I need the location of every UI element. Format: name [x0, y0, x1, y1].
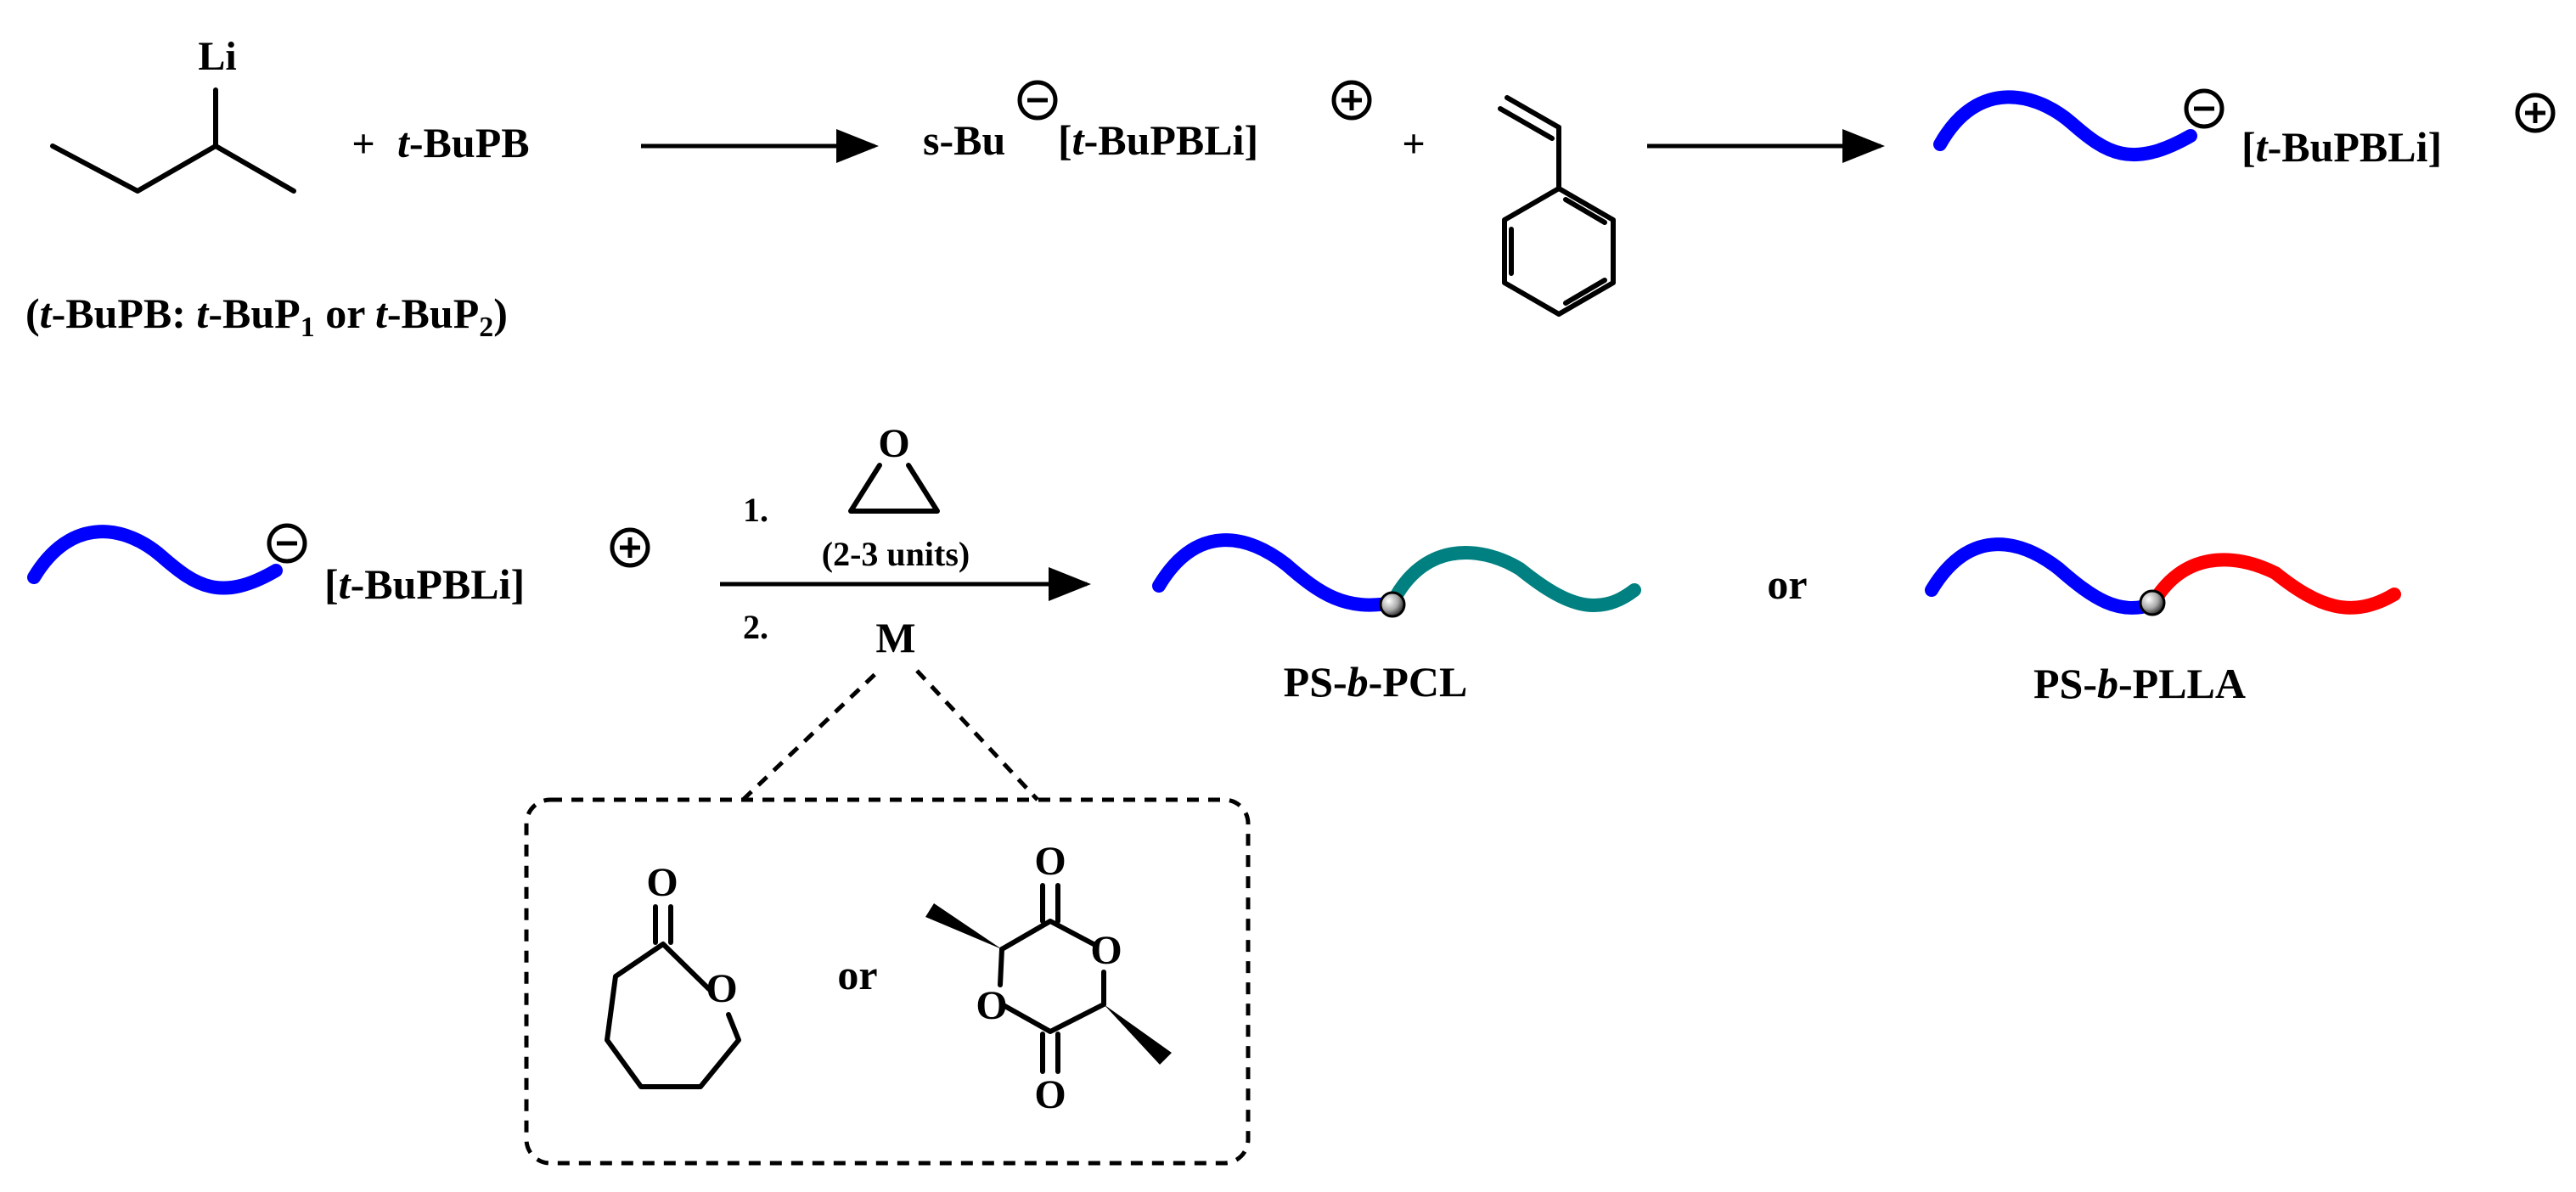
- epoxide-oxygen-label: O: [878, 421, 909, 466]
- monomer-callout-lines: [741, 669, 880, 801]
- monomer-symbol: M: [875, 614, 915, 661]
- caprolactone-structure: O O: [605, 860, 741, 1089]
- initiator-complex: s-Bu [t-BuPBLi]: [923, 80, 1372, 164]
- cl-carbonyl-oxygen: O: [646, 860, 678, 905]
- living-polystyrene-reactant: [t-BuPBLi]: [27, 523, 650, 608]
- base-label: t-BuPB: [397, 119, 530, 166]
- base-definition-note: (t-BuPB: t-BuP1 or t-BuP2): [25, 290, 508, 343]
- ps-block: [1925, 537, 2159, 615]
- living-polystyrene-anion: [t-BuPBLi]: [1933, 88, 2556, 171]
- lla-carbonyl-oxygen-top: O: [1034, 839, 1066, 884]
- methyl-wedge-top: [925, 903, 1002, 949]
- plus-sign-2: +: [1402, 121, 1425, 166]
- or-label-2: or: [837, 951, 877, 998]
- lithium-label: Li: [198, 34, 236, 79]
- svg-text:s-Bu: s-Bu: [923, 116, 1005, 164]
- svg-text:[t-BuPBLi]: [t-BuPBLi]: [2241, 123, 2442, 171]
- step2-label: 2.: [743, 608, 768, 646]
- product2-label: PS-b-PLLA: [2033, 660, 2246, 707]
- plus-sign-1: +: [352, 121, 374, 166]
- pcl-block: [1386, 545, 1641, 612]
- ps-b-pcl-product: [1152, 533, 1641, 618]
- or-label-1: or: [1767, 560, 1807, 608]
- epoxide-units-label: (2-3 units): [822, 535, 970, 573]
- ps-chain: [27, 525, 283, 595]
- methyl-wedge-bottom: [1104, 1004, 1172, 1065]
- junction-point-icon: [1379, 591, 1406, 618]
- styrene-structure: [1498, 95, 1616, 317]
- product1-label: PS-b-PCL: [1284, 658, 1468, 706]
- ps-chain: [1933, 90, 2197, 161]
- step1-label: 1.: [743, 491, 768, 529]
- lla-ring-oxygen-1: O: [1090, 928, 1122, 973]
- svg-text:[t-BuPBLi]: [t-BuPBLi]: [1058, 116, 1258, 164]
- ethylene-oxide-structure: O: [848, 421, 940, 514]
- sec-butyllithium-structure: Li: [50, 34, 296, 194]
- reaction-arrow-conditions: 1. O (2-3 units) 2. M: [720, 421, 1091, 801]
- lla-carbonyl-oxygen-bottom: O: [1034, 1072, 1066, 1117]
- plla-block: [2146, 553, 2401, 615]
- junction-point-icon: [2139, 589, 2166, 616]
- ps-b-plla-product: [1925, 537, 2401, 616]
- svg-text:[t-BuPBLi]: [t-BuPBLi]: [324, 560, 525, 608]
- monomer-options-box: [524, 797, 1251, 1166]
- ps-block: [1152, 533, 1399, 612]
- lactide-structure: O O O O: [925, 839, 1172, 1117]
